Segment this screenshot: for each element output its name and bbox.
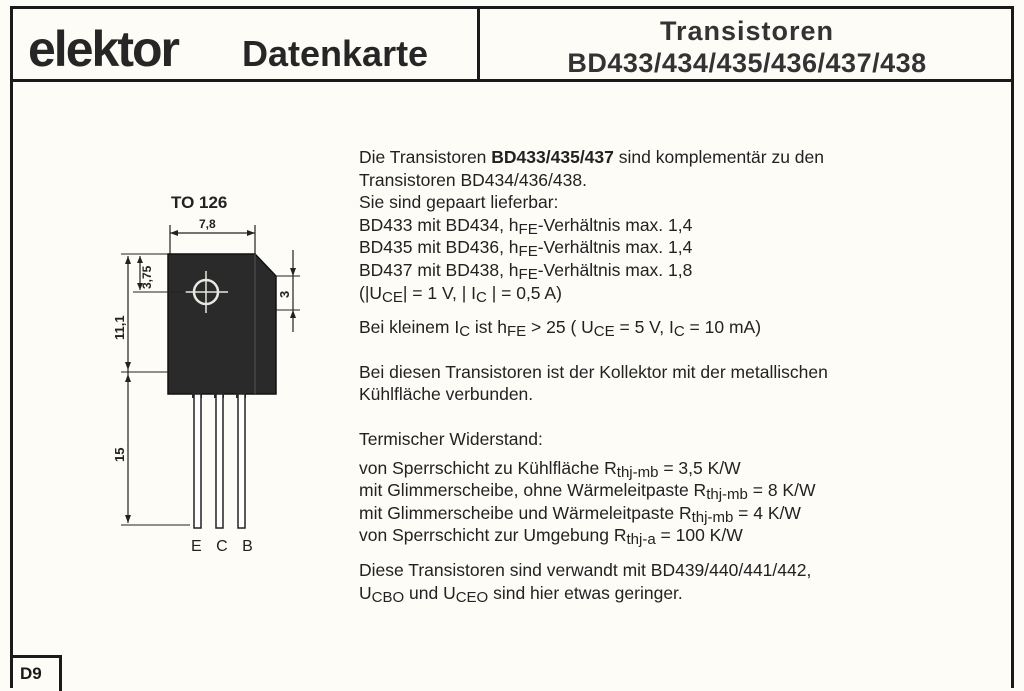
card-frame	[10, 6, 1014, 688]
card-code-box: D9	[10, 655, 62, 691]
tab-dimension: 3	[277, 291, 292, 298]
lead-dimension: 15	[112, 448, 127, 462]
header-subtitle: Datenkarte	[242, 33, 429, 74]
body-dimension: 11,1	[112, 315, 127, 340]
paired-line: Sie sind gepaart lieferbar:	[359, 192, 559, 213]
gain-line: Bei kleinem IC ist hFE > 25 ( UCE = 5 V,…	[359, 317, 762, 341]
lead-collector	[215, 393, 224, 529]
collector-line: Bei diesen Transistoren ist der Kollekto…	[359, 361, 828, 382]
collector-line-2: Kühlfläche verbunden.	[359, 384, 534, 405]
card-code: D9	[20, 664, 42, 683]
thermal-line: mit Glimmerscheibe, ohne Wärmeleitpaste …	[359, 480, 816, 504]
package-label: TO 126	[171, 193, 227, 212]
intro-line: Die Transistoren BD433/435/437 sind komp…	[359, 147, 825, 167]
condition-line: (|UCE| = 1 V, | IC | = 0,5 A)	[359, 282, 562, 306]
pair-line: BD435 mit BD436, hFE-Verhältnis max. 1,4	[359, 237, 693, 261]
header-brand: elektor Datenkarte	[10, 6, 480, 82]
datasheet-text: Die Transistoren BD433/435/437 sind komp…	[359, 146, 979, 606]
related-line-2: UCBO und UCEO sind hier etwas geringer.	[359, 582, 683, 606]
thermal-title: Termischer Widerstand:	[359, 428, 543, 449]
pin-labels: E C B	[191, 538, 258, 555]
thermal-line: von Sperrschicht zu Kühlfläche Rthj-mb =…	[359, 457, 741, 481]
header-models: BD433/434/435/436/437/438	[567, 48, 927, 78]
lead-emitter	[193, 393, 202, 529]
intro-line-2: Transistoren BD434/436/438.	[359, 169, 587, 190]
hole-dimension: 3,75	[140, 265, 154, 289]
lead-base	[237, 393, 246, 529]
thermal-line: mit Glimmerscheibe und Wärmeleitpaste Rt…	[359, 502, 801, 526]
header-title: Transistoren	[659, 16, 835, 46]
pair-line: BD437 mit BD438, hFE-Verhältnis max. 1,8	[359, 259, 693, 283]
related-line: Diese Transistoren sind verwandt mit BD4…	[359, 559, 812, 580]
elektor-logo: elektor	[28, 21, 180, 77]
thermal-line: von Sperrschicht zur Umgebung Rthj-a = 1…	[359, 525, 743, 549]
pair-line: BD433 mit BD434, hFE-Verhältnis max. 1,4	[359, 214, 693, 238]
package-body	[167, 253, 277, 395]
header-title-box: Transistoren BD433/434/435/436/437/438	[480, 6, 1014, 82]
width-dimension: 7,8	[199, 217, 216, 231]
